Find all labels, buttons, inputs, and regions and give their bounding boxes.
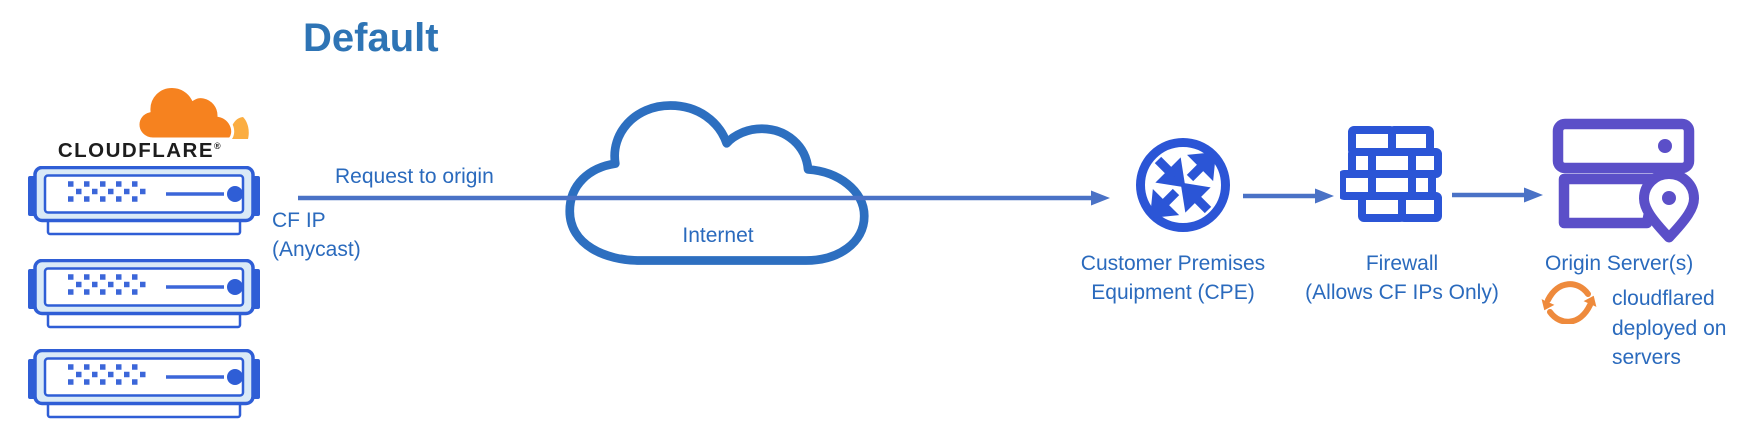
arrow-right-icon (1452, 187, 1543, 203)
page-title: Default (303, 16, 439, 60)
cloudflare-logo-cloud-icon (138, 84, 249, 141)
router-cpe-icon (1136, 138, 1230, 232)
cloudflare-server-icon (28, 349, 260, 421)
arrow-right-icon (1243, 188, 1334, 204)
arrow-right-icon (298, 190, 1110, 206)
origin-servers-label: Origin Server(s) (1545, 252, 1694, 275)
cpe-label: Customer Premises Equipment (CPE) (1080, 252, 1266, 304)
cloudflare-server-icon (28, 259, 260, 331)
trademark-symbol: ® (214, 141, 223, 152)
cloudflare-server-icon (28, 166, 260, 238)
firewall-brick-icon (1340, 126, 1442, 222)
internet-label: Internet (682, 224, 754, 247)
sync-arrows-icon (1541, 281, 1597, 324)
cloudflare-wordmark: CLOUDFLARE® (57, 139, 223, 162)
location-pin-icon (1639, 169, 1699, 243)
cloudflared-note: cloudflared deployed on servers (1612, 287, 1727, 369)
firewall-label: Firewall (Allows CF IPs Only) (1305, 252, 1499, 304)
origin-server-icon (1552, 118, 1699, 243)
cf-ip-anycast-label: CF IP (Anycast) (272, 209, 361, 261)
request-to-origin-label: Request to origin (335, 165, 494, 188)
